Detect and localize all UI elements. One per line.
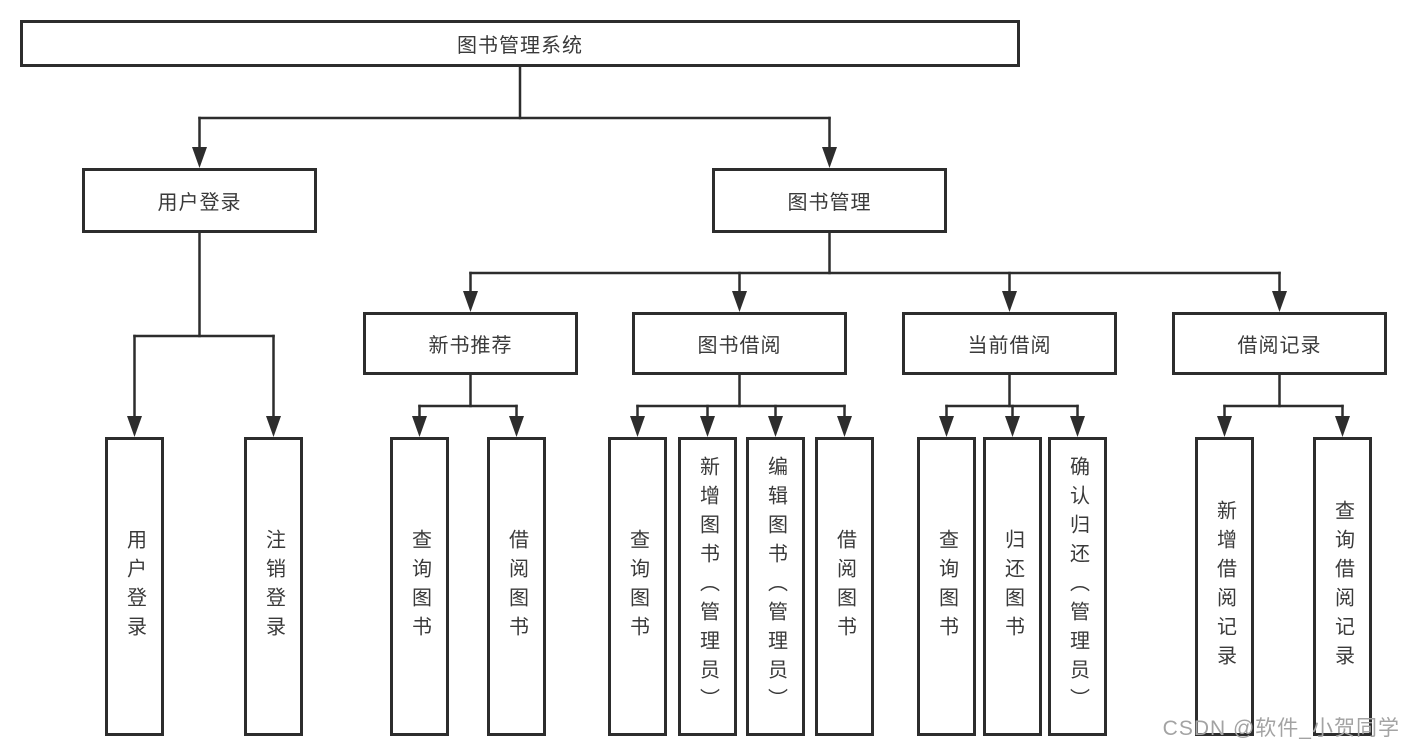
leaf-query-books-borrowing: 查询图书 <box>608 437 667 736</box>
book-borrowing-connectors <box>630 373 852 437</box>
leaf-query-books-borrowing-label: 查询图书 <box>626 528 649 645</box>
user-login-to-leaves-connectors <box>127 231 281 437</box>
leaf-logout: 注销登录 <box>244 437 303 736</box>
leaf-query-books-recommend: 查询图书 <box>390 437 449 736</box>
leaf-return-books-label: 归还图书 <box>1001 528 1024 645</box>
leaf-borrow-books-borrowing: 借阅图书 <box>815 437 874 736</box>
leaf-user-login: 用户登录 <box>105 437 164 736</box>
leaf-borrow-books-borrowing-label: 借阅图书 <box>833 528 856 645</box>
leaf-logout-label: 注销登录 <box>262 528 285 645</box>
leaf-borrow-books-recommend: 借阅图书 <box>487 437 546 736</box>
current-borrowing-connectors <box>939 373 1085 437</box>
root-to-level2-connectors <box>192 65 837 168</box>
leaf-return-books: 归还图书 <box>983 437 1042 736</box>
leaf-edit-books-admin: 编辑图书（管理员） <box>746 437 805 736</box>
leaf-query-books-current-label: 查询图书 <box>935 528 958 645</box>
book-management-to-level3-connectors <box>463 231 1287 312</box>
leaf-add-borrow-record-label: 新增借阅记录 <box>1213 499 1236 674</box>
leaf-add-books-admin-label: 新增图书（管理员） <box>696 456 719 717</box>
new-book-recommendation-connectors <box>412 373 524 437</box>
node-book-management: 图书管理 <box>712 168 947 233</box>
node-current-borrowing: 当前借阅 <box>902 312 1117 375</box>
leaf-query-books-current: 查询图书 <box>917 437 976 736</box>
borrowing-records-connectors <box>1217 373 1350 437</box>
leaf-borrow-books-recommend-label: 借阅图书 <box>505 528 528 645</box>
leaf-confirm-return-admin: 确认归还（管理员） <box>1048 437 1107 736</box>
leaf-query-borrow-record: 查询借阅记录 <box>1313 437 1372 736</box>
node-new-book-recommendation: 新书推荐 <box>363 312 578 375</box>
node-book-borrowing: 图书借阅 <box>632 312 847 375</box>
leaf-confirm-return-admin-label: 确认归还（管理员） <box>1066 456 1089 717</box>
leaf-query-borrow-record-label: 查询借阅记录 <box>1331 499 1354 674</box>
leaf-edit-books-admin-label: 编辑图书（管理员） <box>764 456 787 717</box>
node-library-system: 图书管理系统 <box>20 20 1020 67</box>
node-user-login: 用户登录 <box>82 168 317 233</box>
leaf-add-books-admin: 新增图书（管理员） <box>678 437 737 736</box>
leaf-query-books-recommend-label: 查询图书 <box>408 528 431 645</box>
leaf-add-borrow-record: 新增借阅记录 <box>1195 437 1254 736</box>
leaf-user-login-label: 用户登录 <box>123 528 146 645</box>
watermark: CSDN @软件_小贺同学 <box>1162 717 1400 740</box>
node-borrowing-records: 借阅记录 <box>1172 312 1387 375</box>
